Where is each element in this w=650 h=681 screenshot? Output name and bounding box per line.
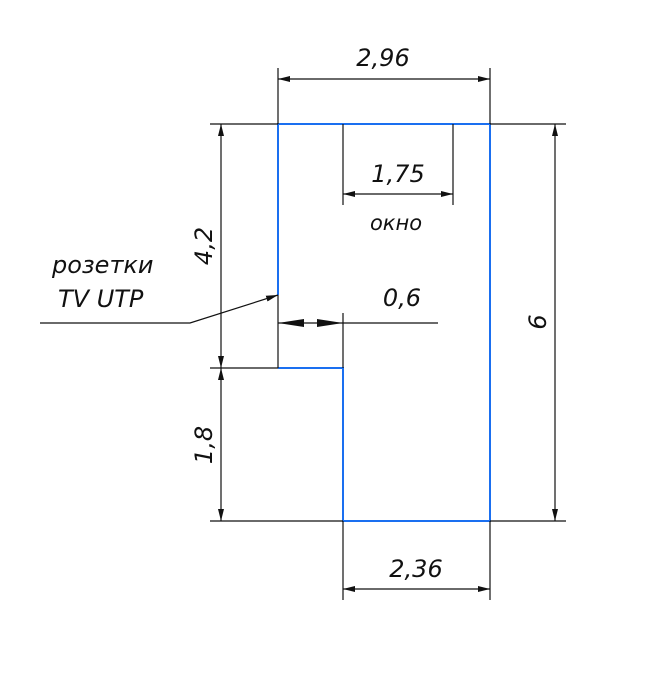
- dim-label-bottom-width: 2,36: [389, 555, 442, 583]
- dimension-top-width: 2,96: [277, 44, 491, 124]
- dim-label-left-lower: 1,8: [190, 426, 218, 464]
- dimension-left-lower: 1,8: [190, 368, 343, 522]
- window-label: окно: [370, 211, 422, 235]
- dim-label-left-upper: 4,2: [190, 227, 218, 265]
- dim-label-notch: 0,6: [383, 284, 421, 312]
- outlet-annotation: розетки TV UTP: [40, 251, 279, 324]
- dim-label-total-height: 6: [524, 314, 552, 329]
- dimension-notch: 0,6: [278, 284, 438, 368]
- dimension-window: 1,75 окно: [342, 124, 454, 235]
- annotation-line-2: TV UTP: [58, 285, 144, 313]
- annotation-line-1: розетки: [51, 251, 154, 279]
- dimension-left-upper: 4,2: [190, 123, 278, 369]
- dim-label-top-width: 2,96: [356, 44, 409, 72]
- dim-label-window-width: 1,75: [371, 160, 424, 188]
- dimension-bottom-width: 2,36: [342, 521, 491, 600]
- dimension-total-height: 6: [490, 123, 566, 522]
